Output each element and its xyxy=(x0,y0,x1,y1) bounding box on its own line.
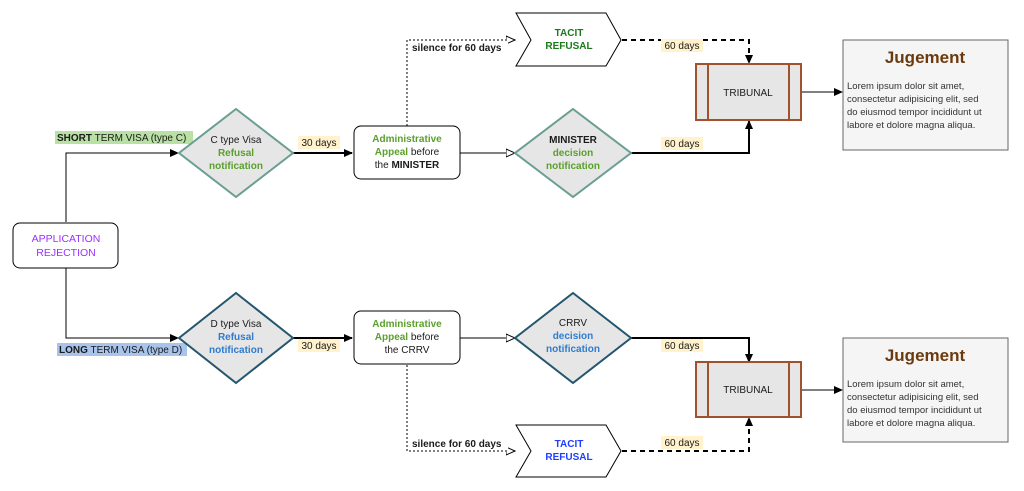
days-30-top-highlight xyxy=(298,136,340,149)
appeal-top-line3: the MINISTER xyxy=(375,160,440,171)
judgement-bottom-text-3: do eiusmod tempor incididunt ut xyxy=(847,405,982,416)
c-type-refusal-diamond: C type Visa Refusal notification xyxy=(177,107,295,199)
days-60-bottom-b-highlight xyxy=(661,436,703,449)
crrv-decision-line2: decision xyxy=(553,331,594,342)
short-term-visa-label: SHORT TERM VISA (type C) xyxy=(57,133,186,144)
days-60-top-b-highlight xyxy=(661,137,703,150)
edge-decision-to-tribunal-bottom xyxy=(631,337,753,363)
minister-decision-line2: decision xyxy=(553,148,594,159)
c-refusal-line2: Refusal xyxy=(218,148,254,159)
c-refusal-line3: notification xyxy=(209,161,263,172)
connectors xyxy=(65,39,843,452)
d-refusal-line1: D type Visa xyxy=(211,319,262,330)
edge-decision-to-tribunal-top xyxy=(631,120,753,154)
edge-tacit-to-tribunal-top xyxy=(622,39,753,64)
d-refusal-line2: Refusal xyxy=(218,332,254,343)
minister-decision-diamond: MINISTER decision notification xyxy=(513,107,633,199)
tacit-top-line1: TACIT xyxy=(555,28,584,39)
tacit-bottom-line1: TACIT xyxy=(555,439,584,450)
long-term-highlight xyxy=(57,343,187,356)
judgement-bottom: Jugement Lorem ipsum dolor sit amet, con… xyxy=(842,337,1009,443)
appeal-top-line1: Administrative xyxy=(372,134,442,145)
judgement-bottom-text-1: Lorem ipsum dolor sit amet, xyxy=(847,379,964,390)
appeal-top-line2: Appeal before xyxy=(375,147,440,158)
days-60-top-b-label: 60 days xyxy=(664,139,699,150)
days-30-top-label: 30 days xyxy=(301,138,336,149)
days-30-bottom-highlight xyxy=(298,339,340,352)
days-60-bottom-a-highlight xyxy=(661,339,703,352)
tribunal-bottom-label: TRIBUNAL xyxy=(723,385,773,396)
application-rejection-node: APPLICATION REJECTION xyxy=(12,222,119,269)
edge-start-to-d-refusal xyxy=(65,268,179,342)
long-term-visa-label: LONG TERM VISA (type D) xyxy=(59,345,182,356)
start-line2: REJECTION xyxy=(36,247,96,259)
days-60-bottom-a-label: 60 days xyxy=(664,341,699,352)
crrv-decision-diamond: CRRV decision notification xyxy=(513,291,633,385)
start-line1: APPLICATION xyxy=(32,233,101,245)
judgement-bottom-text-4: labore et dolore magna aliqua. xyxy=(847,418,975,429)
tacit-refusal-top: TACIT REFUSAL xyxy=(515,12,622,67)
edge-silence-top xyxy=(406,40,514,126)
tribunal-top: TRIBUNAL xyxy=(695,63,802,121)
judgement-top-text-1: Lorem ipsum dolor sit amet, xyxy=(847,81,964,92)
appeal-bottom-line3: the CRRV xyxy=(385,345,430,356)
d-refusal-line3: notification xyxy=(209,345,263,356)
tacit-refusal-bottom: TACIT REFUSAL xyxy=(515,424,622,478)
silence-bottom-bg xyxy=(410,437,508,450)
administrative-appeal-minister: Administrative Appeal before the MINISTE… xyxy=(353,125,461,180)
d-type-refusal-diamond: D type Visa Refusal notification xyxy=(177,291,295,385)
crrv-decision-line3: notification xyxy=(546,344,600,355)
silence-top-label: silence for 60 days xyxy=(412,43,502,54)
tacit-bottom-line2: REFUSAL xyxy=(545,452,592,463)
judgement-top-title: Jugement xyxy=(885,48,966,67)
edge-start-to-c-refusal xyxy=(65,149,179,222)
judgement-top-text-4: labore et dolore magna aliqua. xyxy=(847,120,975,131)
tacit-top-line2: REFUSAL xyxy=(545,41,592,52)
days-60-top-a-label: 60 days xyxy=(664,41,699,52)
days-30-bottom-label: 30 days xyxy=(301,341,336,352)
appeal-bottom-line1: Administrative xyxy=(372,319,442,330)
judgement-bottom-title: Jugement xyxy=(885,346,966,365)
crrv-decision-line1: CRRV xyxy=(559,318,587,329)
days-60-top-a-highlight xyxy=(661,39,703,52)
minister-decision-line3: notification xyxy=(546,161,600,172)
appeal-bottom-line2: Appeal before xyxy=(375,332,440,343)
minister-decision-line1: MINISTER xyxy=(549,135,598,146)
administrative-appeal-crrv: Administrative Appeal before the CRRV xyxy=(353,310,461,365)
tribunal-top-label: TRIBUNAL xyxy=(723,88,773,99)
silence-bottom-label: silence for 60 days xyxy=(412,439,502,450)
short-term-highlight xyxy=(55,131,193,144)
days-60-bottom-b-label: 60 days xyxy=(664,438,699,449)
judgement-bottom-text-2: consectetur adipisicing elit, sed xyxy=(847,392,979,403)
edge-silence-bottom xyxy=(406,365,514,451)
judgement-top-text-3: do eiusmod tempor incididunt ut xyxy=(847,107,982,118)
judgement-top-text-2: consectetur adipisicing elit, sed xyxy=(847,94,979,105)
silence-top-bg xyxy=(410,41,508,54)
tribunal-bottom: TRIBUNAL xyxy=(695,361,802,418)
c-refusal-line1: C type Visa xyxy=(211,135,262,146)
judgement-top: Jugement Lorem ipsum dolor sit amet, con… xyxy=(842,39,1009,151)
edge-tacit-to-tribunal-bottom xyxy=(622,417,753,452)
